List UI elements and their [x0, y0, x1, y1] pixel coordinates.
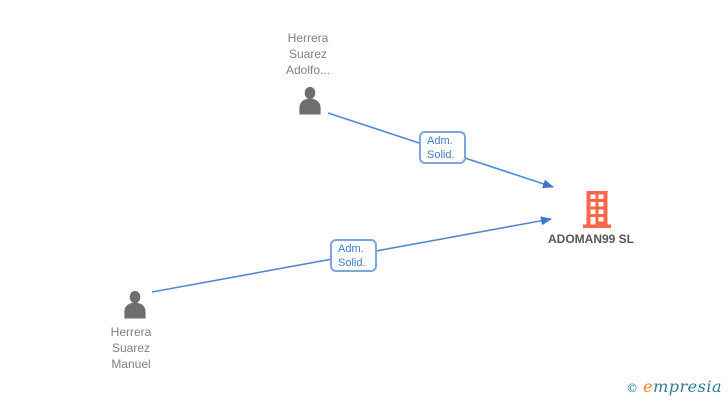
person-icon: [124, 290, 146, 319]
node-label-company[interactable]: ADOMAN99 SL: [547, 232, 634, 246]
person-icon-bottom[interactable]: [120, 290, 150, 321]
logo-text-rest: mpresia: [653, 377, 722, 396]
copyright-icon: ©: [626, 381, 639, 395]
edge-label-adm-solid-top: Adm. Solid.: [419, 131, 466, 164]
node-label-person-bottom[interactable]: Herrera Suarez Manuel: [110, 325, 152, 371]
empresia-logo: © empresia: [626, 377, 722, 396]
empresia-logo-text: empresia: [643, 377, 722, 396]
building-icon: [583, 191, 611, 228]
logo-letter-e: e: [643, 377, 654, 396]
node-label-person-top[interactable]: Herrera Suarez Adolfo...: [285, 31, 331, 77]
company-building-icon[interactable]: [583, 191, 611, 228]
edge-label-adm-solid-bottom: Adm. Solid.: [330, 239, 377, 272]
person-icon-top[interactable]: [295, 86, 325, 117]
person-icon: [299, 86, 321, 115]
